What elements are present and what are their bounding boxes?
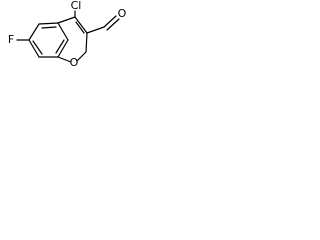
ring-oxygen-label: O <box>70 56 79 69</box>
bond-c6-c7 <box>28 23 40 41</box>
bond-c4-c3-inner <box>75 21 85 34</box>
bond-c8a-c4a <box>57 39 69 58</box>
bond-c3-cho <box>86 26 105 34</box>
fluorine-label: F <box>8 33 14 46</box>
pyran-ring <box>57 16 88 63</box>
substituent-bonds <box>16 10 120 41</box>
benzene-ring <box>28 22 69 58</box>
bond-c4-c3 <box>74 16 88 34</box>
bond-c4a-c4 <box>57 16 76 24</box>
bond-cho-o <box>103 15 117 28</box>
bond-c2-o1 <box>76 51 87 62</box>
aldehyde-oxygen-label: O <box>118 7 127 20</box>
chemical-structure: Cl F O O <box>8 0 127 69</box>
chlorine-label: Cl <box>71 0 82 12</box>
bond-c3-c2 <box>85 32 88 53</box>
bond-c7-c8-inner <box>32 40 43 55</box>
bond-o1-c8a <box>57 56 72 63</box>
bond-c4a-c5 <box>57 22 69 41</box>
bond-cho-o-double <box>106 18 120 31</box>
bond-c7-c8 <box>28 39 40 58</box>
bond-c5-c6-inner <box>41 26 57 29</box>
bond-c8a-c4a-inner <box>55 39 65 54</box>
bond-c5-c6 <box>38 22 59 25</box>
